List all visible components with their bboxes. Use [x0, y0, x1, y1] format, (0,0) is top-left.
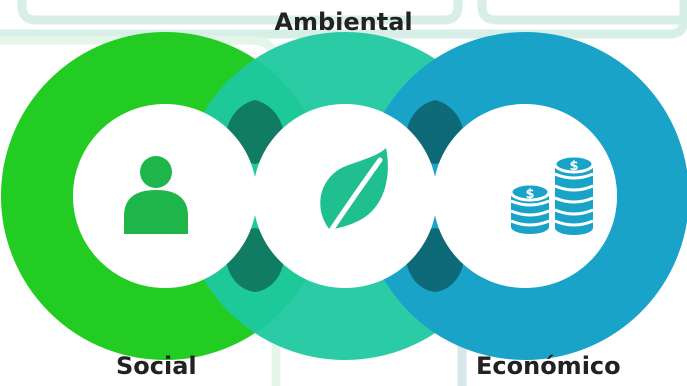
economico-label: Económico	[476, 352, 621, 380]
social-label: Social	[116, 352, 197, 380]
coin-symbol-left: $	[525, 187, 534, 202]
coin-symbol-right: $	[569, 159, 578, 174]
coins-icon: $ $	[509, 154, 595, 235]
leaf-icon	[320, 148, 388, 235]
person-icon	[124, 156, 188, 234]
ambiental-label: Ambiental	[274, 8, 413, 36]
